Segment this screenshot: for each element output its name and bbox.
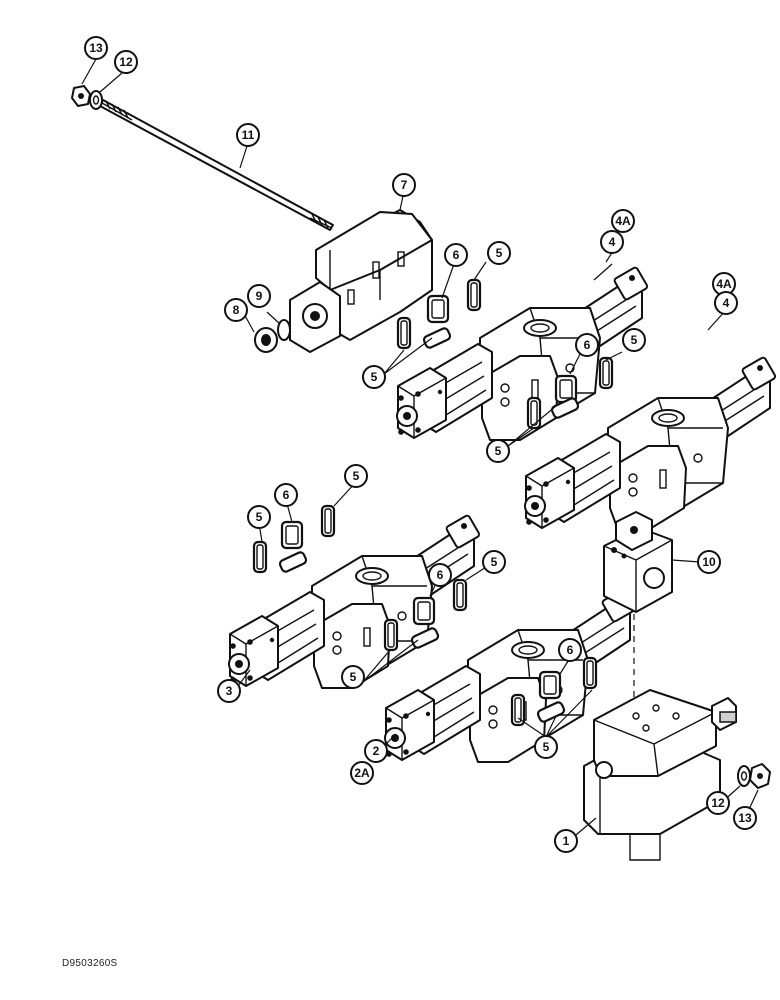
svg-text:5: 5 bbox=[256, 510, 263, 524]
callout-6-mid-left: 6 bbox=[274, 483, 298, 507]
svg-text:4A: 4A bbox=[615, 214, 631, 228]
callout-6-lower: 6 bbox=[558, 638, 582, 662]
callout-3: 3 bbox=[217, 679, 241, 703]
leader-lines bbox=[81, 58, 759, 841]
callout-5-lower-right: 5 bbox=[534, 735, 558, 759]
svg-text:5: 5 bbox=[350, 670, 357, 684]
relief-block bbox=[603, 511, 673, 613]
callout-12-bottom: 12 bbox=[706, 791, 730, 815]
nut-bottom bbox=[749, 763, 771, 789]
svg-text:6: 6 bbox=[437, 568, 444, 582]
svg-text:5: 5 bbox=[631, 333, 638, 347]
svg-text:5: 5 bbox=[543, 740, 550, 754]
o-ring-plug bbox=[277, 319, 291, 341]
svg-text:13: 13 bbox=[89, 41, 103, 55]
svg-text:7: 7 bbox=[401, 178, 408, 192]
callout-4-upper: 4 bbox=[600, 230, 624, 254]
svg-text:5: 5 bbox=[495, 444, 502, 458]
base-section bbox=[583, 689, 737, 861]
svg-text:1: 1 bbox=[563, 834, 570, 848]
callout-4-lower: 4 bbox=[714, 291, 738, 315]
callout-6-mid-right: 6 bbox=[428, 563, 452, 587]
inlet-cover bbox=[289, 209, 433, 353]
svg-text:9: 9 bbox=[256, 289, 263, 303]
callout-13-top: 13 bbox=[84, 36, 108, 60]
svg-text:5: 5 bbox=[353, 469, 360, 483]
svg-text:3: 3 bbox=[226, 684, 233, 698]
callout-13-bottom: 13 bbox=[733, 806, 757, 830]
callout-6-upper: 6 bbox=[444, 243, 468, 267]
svg-text:13: 13 bbox=[738, 811, 752, 825]
tie-rod-top bbox=[99, 99, 334, 231]
callout-2a: 2A bbox=[350, 761, 374, 785]
svg-text:2: 2 bbox=[373, 744, 380, 758]
callout-5-upper-left: 5 bbox=[362, 365, 386, 389]
nut-top bbox=[71, 85, 91, 107]
callout-5-mid-left: 5 bbox=[247, 505, 271, 529]
callout-5-lower-left: 5 bbox=[341, 665, 365, 689]
valve-section-4-upper bbox=[396, 265, 650, 441]
callout-5-mid-right: 5 bbox=[482, 550, 506, 574]
svg-text:11: 11 bbox=[242, 128, 255, 142]
svg-text:5: 5 bbox=[371, 370, 378, 384]
callout-6-right: 6 bbox=[575, 333, 599, 357]
plug bbox=[254, 327, 278, 353]
svg-text:6: 6 bbox=[453, 248, 460, 262]
svg-text:4: 4 bbox=[723, 296, 730, 310]
callout-1: 1 bbox=[554, 829, 578, 853]
svg-text:12: 12 bbox=[119, 55, 133, 69]
callout-9: 9 bbox=[247, 284, 271, 308]
svg-text:4A: 4A bbox=[716, 277, 732, 291]
svg-text:10: 10 bbox=[702, 555, 716, 569]
valve-section-3 bbox=[228, 513, 482, 689]
svg-text:5: 5 bbox=[496, 246, 503, 260]
callout-5-right-left: 5 bbox=[486, 439, 510, 463]
callout-5-upper-right: 5 bbox=[487, 241, 511, 265]
callout-4a-upper: 4A bbox=[611, 209, 635, 233]
callout-5-right-top: 5 bbox=[622, 328, 646, 352]
callout-7: 7 bbox=[392, 173, 416, 197]
svg-text:8: 8 bbox=[233, 303, 240, 317]
svg-text:5: 5 bbox=[491, 555, 498, 569]
callout-5-mid-top: 5 bbox=[344, 464, 368, 488]
svg-text:6: 6 bbox=[283, 488, 290, 502]
washer-bottom bbox=[737, 765, 751, 787]
callout-8: 8 bbox=[224, 298, 248, 322]
svg-text:6: 6 bbox=[567, 643, 574, 657]
callout-2: 2 bbox=[364, 739, 388, 763]
drawing-code: D9503260S bbox=[62, 958, 118, 969]
callout-10: 10 bbox=[697, 550, 721, 574]
callout-11: 11 bbox=[236, 123, 260, 147]
svg-text:6: 6 bbox=[584, 338, 591, 352]
washer-top bbox=[89, 90, 103, 110]
svg-text:12: 12 bbox=[711, 796, 725, 810]
svg-text:2A: 2A bbox=[354, 766, 370, 780]
svg-text:4: 4 bbox=[609, 235, 616, 249]
callout-12-top: 12 bbox=[114, 50, 138, 74]
